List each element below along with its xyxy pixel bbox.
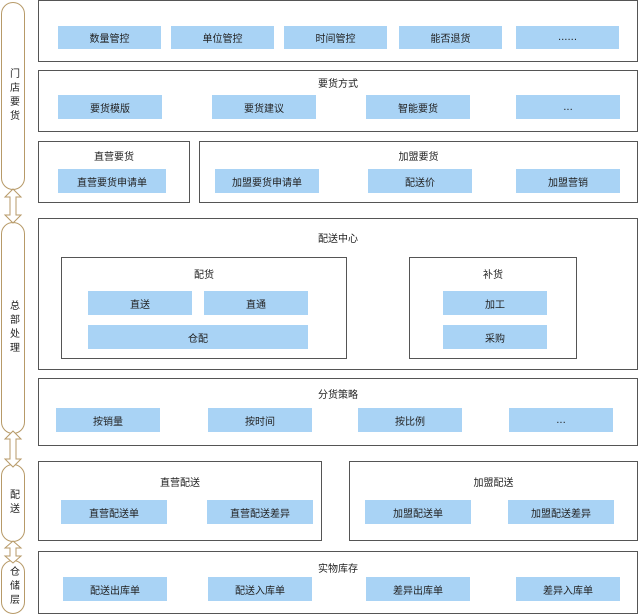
- distribution-center-title: 配送中心: [318, 234, 358, 245]
- more-methods-button[interactable]: ...: [516, 95, 620, 119]
- processing-button[interactable]: 加工: [443, 291, 547, 315]
- more-strategies-button[interactable]: ...: [509, 408, 613, 432]
- double-arrow-icon: [3, 188, 23, 224]
- franchise-delivery-order-button[interactable]: 加盟配送单: [365, 500, 471, 524]
- variance-outbound-button[interactable]: 差异出库单: [366, 577, 470, 601]
- franchise-delivery-title: 加盟配送: [473, 478, 514, 489]
- franchise-order-request-button[interactable]: 加盟要货申请单: [215, 169, 319, 193]
- order-template-button[interactable]: 要货模版: [58, 95, 162, 119]
- cross-dock-button[interactable]: 直通: [204, 291, 308, 315]
- by-ratio-button[interactable]: 按比例: [358, 408, 462, 432]
- unit-control-button[interactable]: 单位管控: [171, 26, 274, 49]
- ordering-method-title: 要货方式: [318, 79, 358, 90]
- allocation-title: 配货: [194, 270, 214, 281]
- ordering-method-box: 要货方式 要货模版 要货建议 智能要货 ...: [38, 70, 638, 132]
- allocation-box: 配货 直送 直通 仓配: [61, 257, 347, 359]
- distribution-center-box: 配送中心 配货 直送 直通 仓配 补货 加工 采购: [38, 218, 638, 370]
- layer-store-label: 门店要货: [7, 68, 19, 124]
- direct-delivery-box: 直营配送 直营配送单 直营配送差异: [38, 461, 322, 541]
- franchise-marketing-button[interactable]: 加盟营销: [516, 169, 620, 193]
- layer-store-pill: 门店要货: [1, 2, 25, 190]
- warehouse-distribution-button[interactable]: 仓配: [88, 325, 308, 349]
- franchise-order-box: 加盟要货 加盟要货申请单 配送价 加盟营销: [199, 141, 638, 203]
- by-sales-button[interactable]: 按销量: [56, 408, 160, 432]
- direct-delivery-order-button[interactable]: 直营配送单: [61, 500, 167, 524]
- purchase-button[interactable]: 采购: [443, 325, 547, 349]
- layer-hq-label: 总部处理: [7, 300, 19, 356]
- replenish-box: 补货 加工 采购: [409, 257, 577, 359]
- more-controls-button[interactable]: ......: [516, 26, 619, 49]
- layer-storage-pill: 仓储层: [1, 560, 25, 614]
- delivery-outbound-button[interactable]: 配送出库单: [63, 577, 167, 601]
- layer-delivery-label: 配送: [7, 489, 19, 517]
- direct-ship-button[interactable]: 直送: [88, 291, 192, 315]
- franchise-delivery-variance-button[interactable]: 加盟配送差异: [508, 500, 614, 524]
- delivery-price-button[interactable]: 配送价: [368, 169, 472, 193]
- allocation-strategy-box: 分货策略 按销量 按时间 按比例 ...: [38, 378, 638, 446]
- order-suggestion-button[interactable]: 要货建议: [212, 95, 316, 119]
- quantity-control-button[interactable]: 数量管控: [58, 26, 161, 49]
- smart-order-button[interactable]: 智能要货: [366, 95, 470, 119]
- direct-delivery-variance-button[interactable]: 直营配送差异: [207, 500, 313, 524]
- physical-inventory-box: 实物库存 配送出库单 配送入库单 差异出库单 差异入库单: [38, 551, 638, 614]
- franchise-delivery-box: 加盟配送 加盟配送单 加盟配送差异: [349, 461, 638, 541]
- controls-box: 数量管控 单位管控 时间管控 能否退货 ......: [38, 0, 638, 62]
- variance-inbound-button[interactable]: 差异入库单: [516, 577, 620, 601]
- replenish-title: 补货: [483, 270, 503, 281]
- direct-order-title: 直营要货: [94, 152, 134, 163]
- direct-order-request-button[interactable]: 直营要货申请单: [58, 169, 166, 193]
- direct-order-box: 直营要货 直营要货申请单: [38, 141, 190, 203]
- double-arrow-icon: [3, 430, 23, 468]
- double-arrow-icon: [3, 540, 23, 564]
- layer-delivery-pill: 配送: [1, 464, 25, 542]
- layer-hq-pill: 总部处理: [1, 222, 25, 434]
- direct-delivery-title: 直营配送: [160, 478, 200, 489]
- physical-inventory-title: 实物库存: [318, 564, 358, 575]
- time-control-button[interactable]: 时间管控: [284, 26, 387, 49]
- allocation-strategy-title: 分货策略: [318, 390, 358, 401]
- by-time-button[interactable]: 按时间: [208, 408, 312, 432]
- delivery-inbound-button[interactable]: 配送入库单: [208, 577, 312, 601]
- return-allowed-button[interactable]: 能否退货: [399, 26, 502, 49]
- layer-storage-label: 仓储层: [7, 566, 19, 608]
- franchise-order-title: 加盟要货: [398, 152, 439, 163]
